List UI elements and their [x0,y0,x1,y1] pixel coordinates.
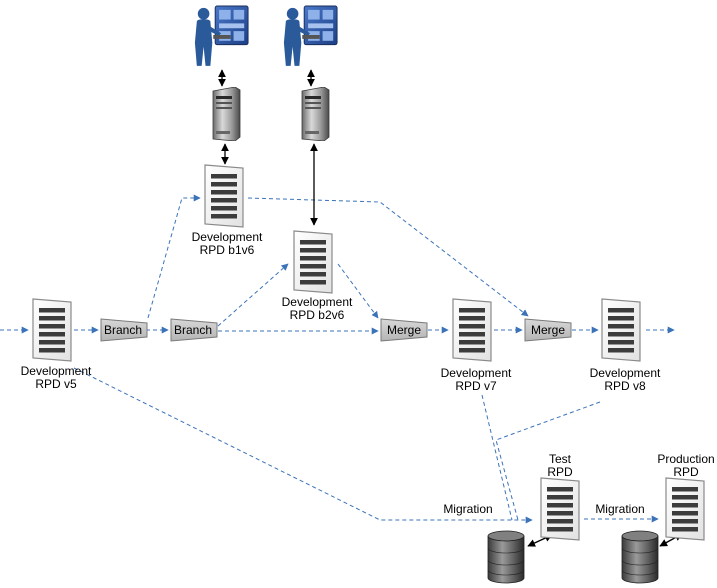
flow-rpd-v8-to-test-rpd [495,401,601,521]
migration-1-label: Migration [443,502,492,516]
production-rpd-label-line1: Production [657,452,714,466]
rpd-v7-label-line2: RPD v7 [455,379,497,393]
server-tower-icon [301,87,330,141]
rpd-v8-label-line2: RPD v8 [604,379,646,393]
flow-rpd-v5-to-test-rpd [73,367,533,524]
branch-node-2: Branch [170,318,218,342]
flow-rpd-v7-to-test-rpd [481,394,513,521]
rpd-b2v6-label-line1: Development [282,295,353,309]
merge-node-2: Merge [524,318,572,342]
rpd-b2v6-label-line2: RPD b2v6 [290,308,345,322]
user-at-workstation-icon [283,5,338,66]
rpd-b1v6-label-line1: Development [192,230,263,244]
rpd-v8-label-line1: Development [590,366,661,380]
server-tower-icon [212,87,241,141]
rpd-b1v6-document-icon [204,164,244,228]
production-rpd-label-line2: RPD [673,465,699,479]
test-rpd-label-line1: Test [549,452,572,466]
branch-1-label: Branch [104,323,142,337]
rpd-v5-label-line2: RPD v5 [35,377,77,391]
flow-rpd-b2v6-to-merge-1 [337,263,379,319]
database-server-icon [487,530,525,584]
flow-branch-1-to-rpd-b1v6 [147,194,201,319]
test-rpd-document-icon [540,477,580,541]
rpd-v5-document-icon [32,298,72,362]
merge-1-label: Merge [387,323,421,337]
branch-2-label: Branch [174,323,212,337]
flow-branch-2-to-rpd-b2v6 [217,263,289,327]
test-rpd-label-line2: RPD [547,465,573,479]
flow-rpd-b1v6-to-merge-2 [247,197,529,317]
merge-2-label: Merge [531,323,565,337]
rpd-v7-document-icon [452,298,492,362]
database-server-icon [621,530,659,584]
rpd-v8-document-icon [601,298,641,362]
rpd-v5-label-line1: Development [21,364,92,378]
branch-node-1: Branch [100,318,148,342]
rpd-b1v6-label-line2: RPD b1v6 [200,243,255,257]
production-rpd-document-icon [665,477,705,541]
user-at-workstation-icon [194,5,249,66]
migration-2-label: Migration [595,502,644,516]
merge-node-1: Merge [380,318,428,342]
rpd-b2v6-document-icon [293,230,333,294]
rpd-v7-label-line1: Development [441,366,512,380]
